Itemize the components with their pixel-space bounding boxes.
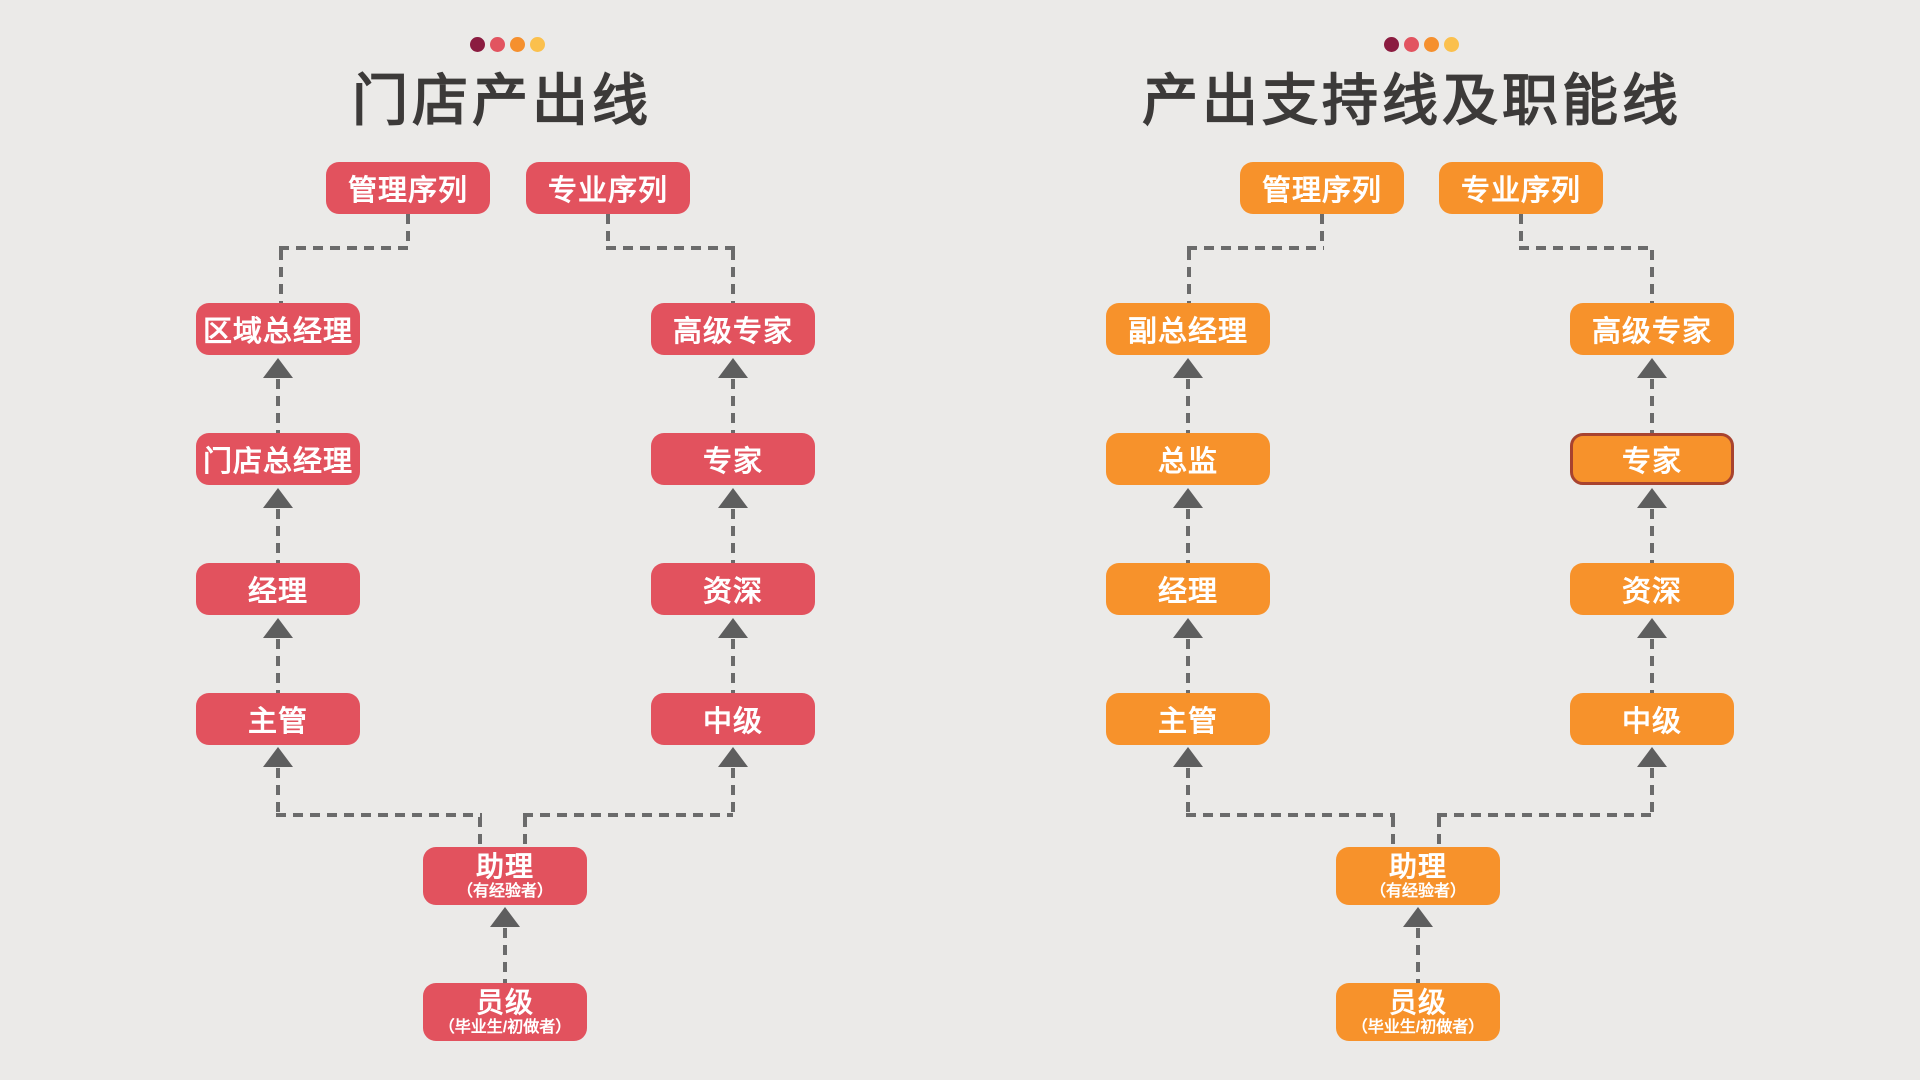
left-prof-level-2: 资深 [651, 563, 815, 615]
right-diagram-title: 产出支持线及职能线 [1142, 69, 1682, 132]
arrow-up-icon [718, 618, 748, 638]
left-mgmt-level-4: 区域总经理 [196, 303, 360, 355]
right-professional-sequence-header: 专业序列 [1439, 162, 1603, 214]
left-entry-level: 员级 （毕业生/初做者） [423, 983, 587, 1041]
decorative-dot-1 [1384, 37, 1399, 52]
decorative-dot-3 [510, 37, 525, 52]
connector-line [731, 768, 735, 813]
left-mgmt-level-3: 门店总经理 [196, 433, 360, 485]
arrow-up-icon [1173, 488, 1203, 508]
right-mgmt-level-1: 主管 [1106, 693, 1270, 745]
arrow-up-icon [263, 488, 293, 508]
right-prof-level-1: 中级 [1570, 693, 1734, 745]
connector-line [1186, 639, 1190, 693]
decorative-dot-4 [530, 37, 545, 52]
level-sublabel: （有经验者） [456, 882, 553, 900]
right-mgmt-level-2: 经理 [1106, 563, 1270, 615]
arrow-up-icon [263, 747, 293, 767]
connector-line [279, 246, 410, 250]
connector-line [731, 509, 735, 563]
arrow-up-icon [263, 358, 293, 378]
connector-line [1391, 817, 1395, 847]
left-professional-sequence-header: 专业序列 [526, 162, 690, 214]
level-sublabel: （毕业生/初做者） [1351, 1018, 1485, 1036]
connector-line [503, 928, 507, 983]
right-prof-level-2: 资深 [1570, 563, 1734, 615]
connector-line [606, 214, 610, 246]
left-diagram-title: 门店产出线 [352, 69, 652, 132]
right-management-sequence-header: 管理序列 [1240, 162, 1404, 214]
decorative-dot-2 [490, 37, 505, 52]
connector-line [606, 246, 735, 250]
connector-line [276, 813, 482, 817]
connector-line [276, 379, 280, 433]
connector-line [731, 379, 735, 433]
decorative-dot-4 [1444, 37, 1459, 52]
connector-line [1650, 379, 1654, 433]
connector-line [731, 639, 735, 693]
level-label: 助理 [475, 850, 534, 882]
connector-line [1186, 813, 1395, 817]
left-management-sequence-header: 管理序列 [326, 162, 490, 214]
level-sublabel: （毕业生/初做者） [438, 1018, 572, 1036]
arrow-up-icon [718, 358, 748, 378]
right-mgmt-level-4: 副总经理 [1106, 303, 1270, 355]
connector-line [276, 768, 280, 813]
arrow-up-icon [1637, 747, 1667, 767]
arrow-up-icon [1637, 618, 1667, 638]
arrow-up-icon [263, 618, 293, 638]
connector-line [1186, 509, 1190, 563]
connector-line [1650, 250, 1654, 303]
arrow-up-icon [718, 747, 748, 767]
right-mgmt-level-3: 总监 [1106, 433, 1270, 485]
connector-line [478, 817, 482, 847]
connector-line [1650, 509, 1654, 563]
decorative-dot-1 [470, 37, 485, 52]
level-label: 助理 [1388, 850, 1447, 882]
level-label: 员级 [475, 986, 534, 1018]
connector-line [1437, 817, 1441, 847]
connector-line [1186, 379, 1190, 433]
decorative-dot-2 [1404, 37, 1419, 52]
right-prof-level-4: 高级专家 [1570, 303, 1734, 355]
right-assistant-level: 助理 （有经验者） [1336, 847, 1500, 905]
left-mgmt-level-2: 经理 [196, 563, 360, 615]
connector-line [279, 250, 283, 303]
connector-line [1519, 246, 1654, 250]
connector-line [523, 817, 527, 847]
connector-line [1187, 246, 1324, 250]
connector-line [1519, 214, 1523, 246]
left-mgmt-level-1: 主管 [196, 693, 360, 745]
left-prof-level-3: 专家 [651, 433, 815, 485]
right-prof-level-3-highlighted: 专家 [1570, 433, 1734, 485]
connector-line [276, 639, 280, 693]
connector-line [1320, 214, 1324, 246]
left-prof-level-4: 高级专家 [651, 303, 815, 355]
connector-line [1416, 928, 1420, 983]
left-prof-level-1: 中级 [651, 693, 815, 745]
arrow-up-icon [718, 488, 748, 508]
connector-line [1437, 813, 1654, 817]
connector-line [1187, 250, 1191, 303]
arrow-up-icon [1173, 747, 1203, 767]
connector-line [1650, 768, 1654, 813]
level-label: 员级 [1388, 986, 1447, 1018]
arrow-up-icon [1173, 618, 1203, 638]
level-sublabel: （有经验者） [1369, 882, 1466, 900]
arrow-up-icon [1173, 358, 1203, 378]
arrow-up-icon [1403, 907, 1433, 927]
connector-line [523, 813, 733, 817]
arrow-up-icon [490, 907, 520, 927]
right-entry-level: 员级 （毕业生/初做者） [1336, 983, 1500, 1041]
arrow-up-icon [1637, 358, 1667, 378]
connector-line [731, 250, 735, 303]
decorative-dot-3 [1424, 37, 1439, 52]
connector-line [406, 214, 410, 246]
connector-line [1186, 768, 1190, 813]
left-assistant-level: 助理 （有经验者） [423, 847, 587, 905]
connector-line [276, 509, 280, 563]
arrow-up-icon [1637, 488, 1667, 508]
connector-line [1650, 639, 1654, 693]
